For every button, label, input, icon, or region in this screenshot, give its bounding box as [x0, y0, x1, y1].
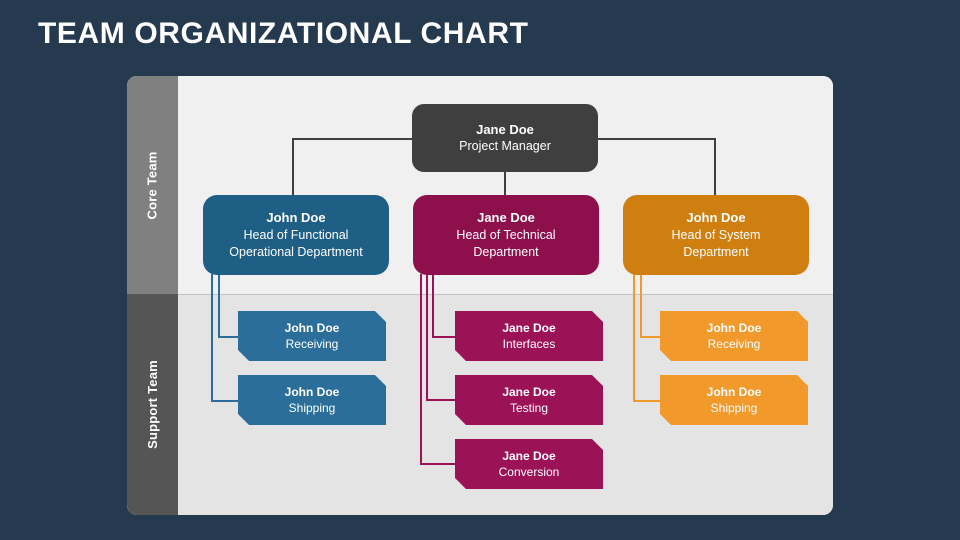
node-role-line2: Department: [683, 244, 749, 259]
node-role-line1: Head of System: [671, 227, 761, 242]
connector-orange-v-receiving: [640, 274, 642, 338]
node-name: Jane Doe: [476, 121, 534, 137]
connector-maroon-v-interfaces: [432, 274, 434, 338]
page-title: TEAM ORGANIZATIONAL CHART: [38, 17, 529, 50]
node-project-manager[interactable]: Jane Doe Project Manager: [412, 104, 598, 172]
node-role: Project Manager: [459, 139, 551, 154]
node-blue-shipping[interactable]: John Doe Shipping: [238, 375, 386, 425]
node-role-line1: Head of Functional: [243, 227, 349, 242]
org-chart-panel: Core Team Support Team Jane Doe Project …: [127, 76, 833, 515]
connector-maroon-h-conversion: [420, 463, 456, 465]
node-role: Receiving: [285, 337, 339, 351]
node-role: Shipping: [288, 401, 336, 415]
node-name: Jane Doe: [502, 320, 556, 335]
connector-orange-h-receiving: [640, 336, 661, 338]
node-role: Receiving: [707, 337, 761, 351]
connector-orange-h-shipping: [633, 400, 661, 402]
connector-maroon-h-interfaces: [432, 336, 456, 338]
node-role-line2: Department: [473, 244, 539, 259]
node-role: Shipping: [710, 401, 758, 415]
node-orange-receiving[interactable]: John Doe Receiving: [660, 311, 808, 361]
connector-orange-v-shipping: [633, 274, 635, 402]
rail-support-team: Support Team: [127, 294, 178, 515]
node-name: John Doe: [284, 320, 340, 335]
node-head-technical[interactable]: Jane Doe Head of Technical Department: [413, 195, 599, 275]
node-name: Jane Doe: [502, 384, 556, 399]
connector-blue-v-shipping: [211, 274, 213, 402]
connector-blue-h-shipping: [211, 400, 239, 402]
node-name: John Doe: [686, 210, 746, 226]
connector-blue-h-receiving: [218, 336, 239, 338]
node-head-system[interactable]: John Doe Head of System Department: [623, 195, 809, 275]
node-name: John Doe: [706, 320, 762, 335]
node-orange-shipping[interactable]: John Doe Shipping: [660, 375, 808, 425]
node-name: John Doe: [706, 384, 762, 399]
rail-support-team-label: Support Team: [145, 360, 160, 449]
node-name: John Doe: [284, 384, 340, 399]
rail-core-team: Core Team: [127, 76, 178, 294]
node-head-functional-operational[interactable]: John Doe Head of Functional Operational …: [203, 195, 389, 275]
node-maroon-interfaces[interactable]: Jane Doe Interfaces: [455, 311, 603, 361]
node-maroon-testing[interactable]: Jane Doe Testing: [455, 375, 603, 425]
connector-blue-v-receiving: [218, 274, 220, 338]
node-blue-receiving[interactable]: John Doe Receiving: [238, 311, 386, 361]
node-role: Interfaces: [502, 337, 556, 351]
connector-maroon-v-conversion: [420, 274, 422, 465]
band-divider: [178, 294, 833, 295]
node-role: Testing: [509, 401, 549, 415]
node-name: John Doe: [266, 210, 326, 226]
node-role-line1: Head of Technical: [456, 227, 556, 242]
node-role-line2: Operational Department: [229, 244, 363, 259]
node-name: Jane Doe: [502, 448, 556, 463]
node-maroon-conversion[interactable]: Jane Doe Conversion: [455, 439, 603, 489]
node-role: Conversion: [498, 465, 560, 479]
rail-core-team-label: Core Team: [145, 150, 160, 220]
connector-root-drop-left: [292, 138, 294, 206]
connector-root-drop-right: [714, 138, 716, 206]
connector-maroon-v-testing: [426, 274, 428, 401]
connector-maroon-h-testing: [426, 399, 456, 401]
connector-root-drop-center: [504, 138, 506, 206]
node-name: Jane Doe: [477, 210, 535, 226]
